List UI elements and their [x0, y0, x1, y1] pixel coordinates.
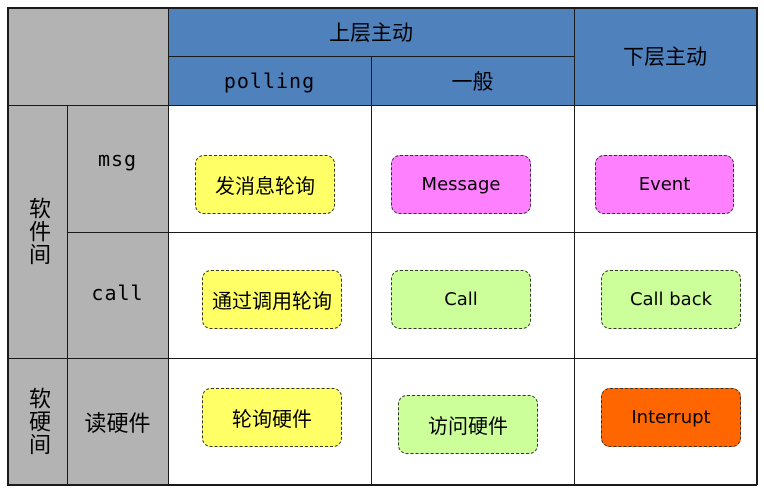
row-read-hardware-cell: 读硬件: [67, 358, 168, 485]
row-read-hardware-label: 读硬件: [84, 411, 151, 437]
row-call-label: call: [91, 281, 144, 305]
grid-line: [7, 7, 757, 9]
corner-cell: [7, 7, 168, 105]
header-polling-cell: polling: [168, 56, 371, 105]
header-lower-active-cell: 下层主动: [574, 7, 756, 105]
grid-line: [67, 232, 757, 233]
row-call-cell: call: [67, 232, 168, 358]
call-polling-box: 通过调用轮询: [202, 270, 342, 329]
grid-line: [756, 7, 758, 485]
msg-general-box: Message: [391, 155, 531, 214]
row-group-hardware-label: 软硬间: [25, 387, 50, 456]
msg-lower-box: Event: [595, 155, 734, 214]
hw-lower-box: Interrupt: [601, 388, 741, 447]
row-group-software-label: 软件间: [25, 197, 50, 266]
grid-line: [67, 105, 68, 485]
header-upper-active-cell: 上层主动: [168, 7, 574, 56]
call-lower-box: Call back: [601, 270, 741, 329]
hw-general-box: 访问硬件: [398, 395, 538, 454]
call-general-box: Call: [391, 270, 531, 329]
row-msg-cell: msg: [67, 105, 168, 232]
msg-polling-box: 发消息轮询: [195, 155, 335, 214]
row-msg-label: msg: [97, 146, 138, 171]
hw-polling-box: 轮询硬件: [202, 388, 342, 447]
grid-line: [7, 358, 757, 359]
grid-line: [574, 7, 575, 485]
grid-line: [168, 7, 169, 485]
row-group-hardware-cell: 软硬间: [7, 358, 67, 485]
header-polling: polling: [223, 68, 316, 93]
header-general-cell: 一般: [371, 56, 574, 105]
row-group-software-cell: 软件间: [7, 105, 67, 358]
grid-line: [7, 7, 9, 485]
header-upper-active: 上层主动: [329, 20, 413, 45]
grid-line: [371, 56, 372, 485]
grid-line: [7, 105, 757, 106]
header-general: 一般: [451, 69, 494, 94]
grid-line: [7, 484, 757, 486]
header-lower-active: 下层主动: [623, 45, 707, 69]
